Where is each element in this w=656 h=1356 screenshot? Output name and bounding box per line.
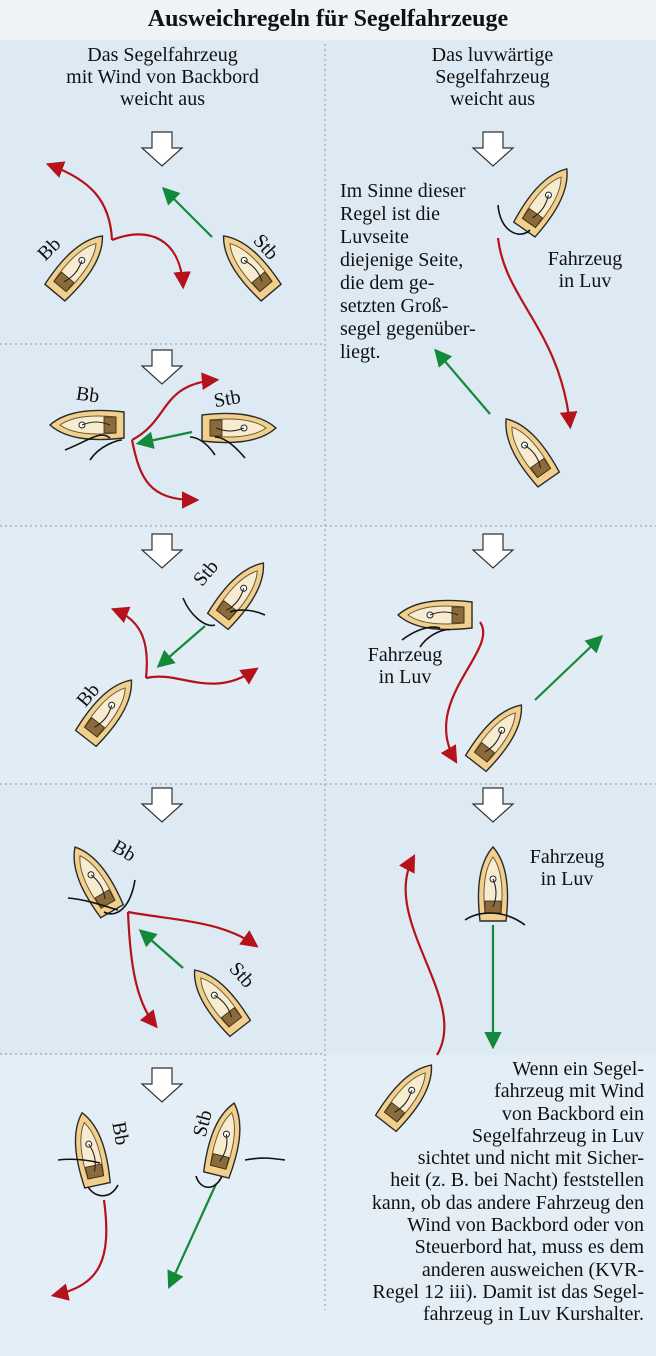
left-header-line: Das Segelfahrzeug [87,44,238,66]
green-course-arrow [138,929,184,969]
luv-note-line: liegt. [340,341,381,363]
sailboat-icon [48,409,125,441]
bottom-note-line: anderen ausweichen (KVR- [421,1258,644,1281]
wind-arrow-icon [140,131,184,167]
left-header-line: mit Wind von Backbord [66,66,259,88]
green-course-arrow [135,430,193,449]
right-header-line: weicht aus [450,88,535,110]
green-course-arrow [167,1183,218,1290]
panel-1-right [326,40,656,525]
right-header-line: Das luvwärtige [431,44,554,66]
bottom-note-line: von Backbord ein [501,1102,644,1125]
red-course-arrow [440,621,485,764]
green-course-arrow [534,634,604,701]
stb-label: Stb [212,385,243,413]
bottom-note-line: Wenn ein Segel- [512,1058,644,1080]
green-course-arrow [156,625,206,668]
page-title: Ausweichregeln für Segelfahrzeuge [0,0,656,42]
sailboat-icon [464,704,523,773]
red-course-arrow [127,910,259,948]
left-header: Das Segelfahrzeug mit Wind von Backbord … [20,44,305,110]
bottom-note-line: kann, ob das andere Fahrzeug den [371,1191,644,1214]
right-header-line: Segelfahrzeug [435,66,550,88]
left-header-line: weicht aus [120,88,205,110]
sailboat-icon [73,846,125,919]
luv-note-line: Luvseite [340,226,409,248]
sailboat-icon [222,235,283,302]
wind-arrow-icon [471,533,515,569]
bottom-note-line: Regel 12 iii). Damit ist das Segel- [372,1280,644,1303]
red-course-arrow [399,854,446,1056]
sailboat-icon [505,418,561,488]
bottom-note-line: Segelfahrzeug in Luv [471,1124,644,1147]
sailboat-icon [74,1111,111,1189]
right-header: Das luvwärtige Segelfahrzeug weicht aus [360,44,625,110]
bottom-note-line: fahrzeug mit Wind [494,1080,644,1103]
panel-5 [0,1055,656,1356]
sailboat-icon [396,599,473,631]
luv-note-line: die dem ge- [340,272,435,294]
bb-label: Bb [107,1120,134,1147]
sailboat-icon [477,845,509,922]
bottom-note-line: fahrzeug in Luv Kurshalter. [422,1303,644,1326]
panel-4 [0,784,656,1054]
bottom-note-line: Steuerbord hat, muss es dem [414,1236,644,1259]
sailboat-icon [193,969,252,1038]
bottom-note-line: heit (z. B. bei Nacht) feststellen [390,1169,644,1192]
wind-arrow-icon [140,349,184,385]
sail-curves [57,204,531,1197]
wind-arrow-icon [140,1067,184,1103]
panel-3 [0,526,656,783]
bottom-note-line: sichtet und nicht mit Sicher- [417,1147,644,1170]
wind-arrow-icon [471,787,515,823]
bottom-note: Wenn ein Segel- fahrzeug mit Wind von Ba… [330,1058,644,1326]
sailboat-icon [374,1064,433,1133]
luv-note-line: segel gegenüber- [340,318,476,340]
luv-note: Im Sinne dieser Regel ist die Luvseite d… [340,180,500,364]
red-course-arrow [126,911,158,1029]
wind-arrow-icon [140,533,184,569]
red-course-arrow [496,237,578,430]
red-course-arrow [110,606,148,679]
wind-arrow-icon [471,131,515,167]
luv-note-line: setzten Groß- [340,295,449,317]
luv-note-line: Regel ist die [340,203,440,225]
red-course-arrow [145,667,259,685]
sailboat-icon [512,168,568,238]
sailboat-icon [201,412,278,444]
bottom-note-line: Wind von Backbord oder von [407,1214,644,1237]
sailboat-icon [202,1102,241,1179]
red-course-arrow [111,233,191,290]
green-course-arrow [434,348,491,415]
wind-arrow-icon [140,787,184,823]
sailboat-icon [74,679,133,748]
red-course-arrow [130,439,200,509]
bb-label: Bb [74,382,101,408]
red-course-arrow [45,161,114,241]
luv-note-line: Im Sinne dieser [340,180,466,202]
sailboat-icon [206,562,265,631]
sailboat-icon [43,235,104,302]
green-course-arrow [161,186,213,238]
red-course-arrow [50,1199,108,1301]
luv-note-line: diejenige Seite, [340,249,464,271]
